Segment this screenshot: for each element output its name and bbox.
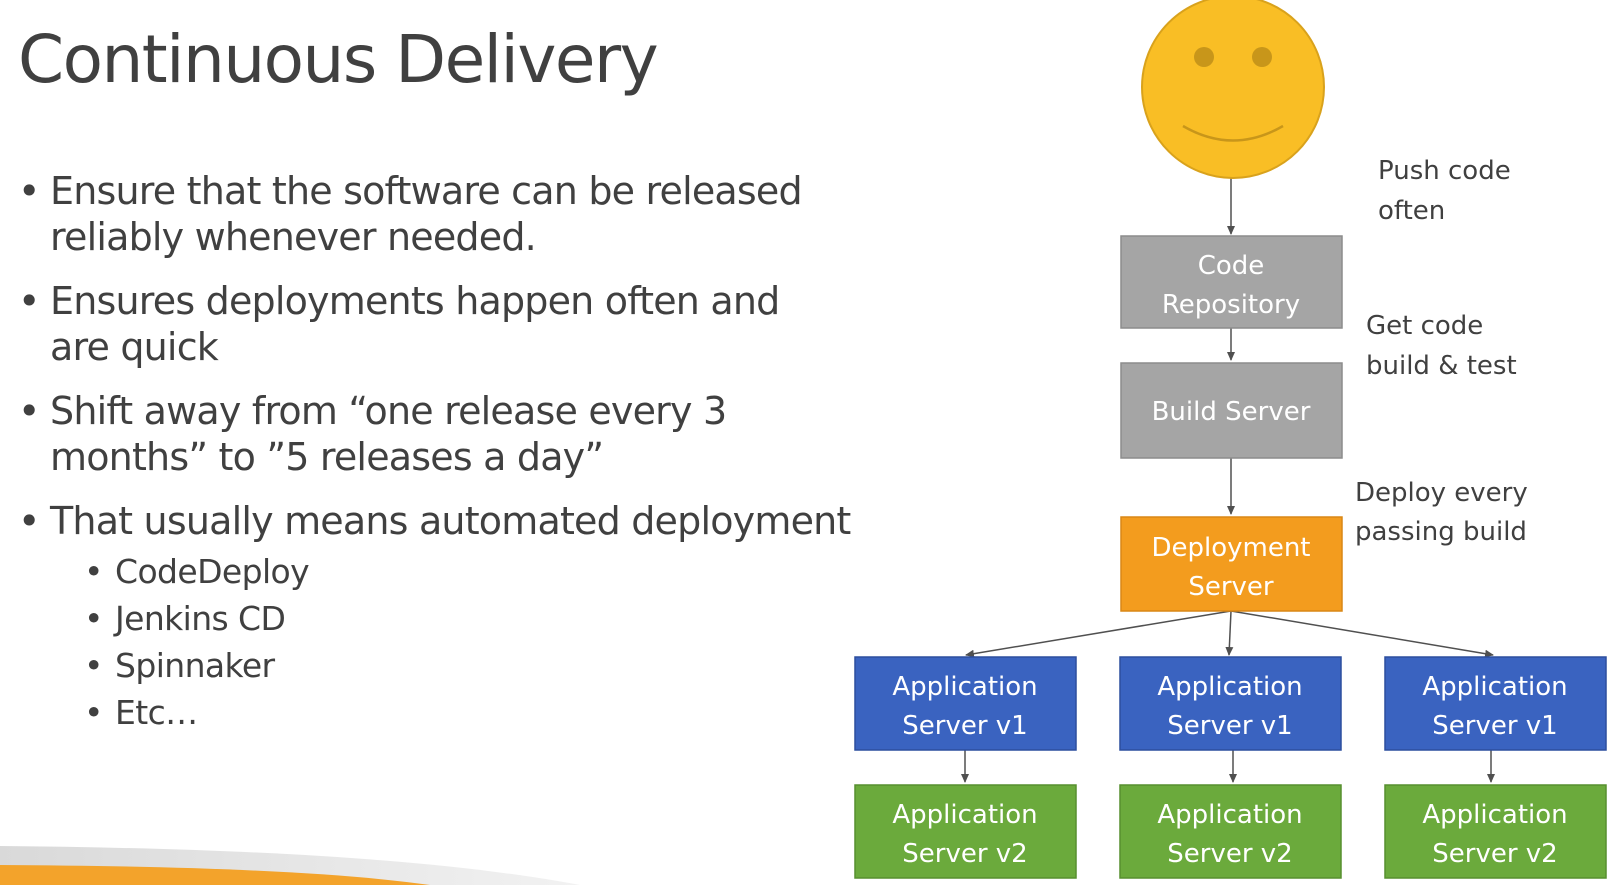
bullet-item: Shift away from “one release every 3 mon… bbox=[16, 388, 876, 480]
smiley-face-icon bbox=[1141, 0, 1325, 179]
app-server-v1-box: Application Server v1 bbox=[854, 656, 1077, 751]
bullet-text-line: Shift away from “one release every 3 bbox=[50, 389, 727, 433]
app-server-v1-box: Application Server v1 bbox=[1119, 656, 1342, 751]
bullet-item: Ensures deployments happen often and are… bbox=[16, 278, 876, 370]
code-repository-label: Repository bbox=[1162, 290, 1300, 320]
right-eye-icon bbox=[1252, 47, 1272, 67]
app-server-label: Application bbox=[1422, 672, 1567, 702]
app-server-label: Server v1 bbox=[1167, 711, 1292, 741]
annotation-text: often bbox=[1378, 196, 1445, 226]
annotation-deploy: Deploy every passing build bbox=[1355, 478, 1528, 547]
app-server-label: Application bbox=[1157, 672, 1302, 702]
decorative-accent-bar bbox=[0, 865, 430, 885]
annotation-text: build & test bbox=[1366, 351, 1517, 381]
sub-bullet-item: Etc… bbox=[50, 689, 876, 736]
annotation-text: Get code bbox=[1366, 311, 1483, 341]
annotation-text: passing build bbox=[1355, 517, 1527, 547]
sub-bullet-item: CodeDeploy bbox=[50, 548, 876, 595]
bullet-text-line: are quick bbox=[50, 325, 219, 369]
code-repository-box: Code Repository bbox=[1120, 235, 1343, 329]
app-server-v2-box: Application Server v2 bbox=[1119, 784, 1342, 879]
app-server-label: Application bbox=[892, 672, 1037, 702]
smile-icon bbox=[1182, 124, 1284, 142]
face-circle bbox=[1141, 0, 1325, 179]
build-server-box: Build Server bbox=[1120, 362, 1343, 459]
app-server-label: Server v2 bbox=[1432, 839, 1557, 869]
deployment-server-label: Deployment bbox=[1151, 533, 1310, 563]
bullet-text-line: Ensure that the software can be released bbox=[50, 169, 803, 213]
bullet-list: Ensure that the software can be released… bbox=[16, 168, 876, 754]
annotation-build-test: Get code build & test bbox=[1366, 311, 1517, 381]
bullet-text-line: Ensures deployments happen often and bbox=[50, 279, 780, 323]
app-server-v2-box: Application Server v2 bbox=[1384, 784, 1607, 879]
deployment-server-box: Deployment Server bbox=[1120, 516, 1343, 612]
bullet-item: Ensure that the software can be released… bbox=[16, 168, 876, 260]
app-server-v2-box: Application Server v2 bbox=[854, 784, 1077, 879]
app-server-label: Application bbox=[892, 800, 1037, 830]
sub-bullet-item: Spinnaker bbox=[50, 642, 876, 689]
deployment-server-label: Server bbox=[1188, 572, 1274, 602]
sub-bullet-item: Jenkins CD bbox=[50, 595, 876, 642]
app-server-label: Application bbox=[1157, 800, 1302, 830]
app-server-label: Server v2 bbox=[902, 839, 1027, 869]
arrow-deploy-to-app3 bbox=[1230, 610, 1494, 658]
annotation-text: Push code bbox=[1378, 156, 1511, 186]
annotation-text: Deploy every bbox=[1355, 478, 1528, 508]
bullet-text-line: That usually means automated deployment bbox=[50, 499, 851, 543]
bullet-text-line: reliably whenever needed. bbox=[50, 215, 537, 259]
sub-bullet-list: CodeDeploy Jenkins CD Spinnaker Etc… bbox=[50, 548, 876, 736]
app-server-label: Server v1 bbox=[1432, 711, 1557, 741]
left-eye-icon bbox=[1194, 47, 1214, 67]
app-server-label: Application bbox=[1422, 800, 1567, 830]
build-server-label: Build Server bbox=[1152, 397, 1311, 427]
bullet-item: That usually means automated deployment … bbox=[16, 498, 876, 736]
annotation-push-code: Push code often bbox=[1378, 156, 1511, 226]
app-server-label: Server v1 bbox=[902, 711, 1027, 741]
arrow-deploy-to-app1 bbox=[965, 610, 1232, 658]
app-server-label: Server v2 bbox=[1167, 839, 1292, 869]
code-repository-label: Code bbox=[1198, 251, 1265, 281]
app-server-v1-box: Application Server v1 bbox=[1384, 656, 1607, 751]
bullet-text-line: months” to ”5 releases a day” bbox=[50, 435, 604, 479]
arrow-deploy-to-app2 bbox=[1225, 610, 1234, 656]
connectors bbox=[961, 176, 1495, 783]
slide-title: Continuous Delivery bbox=[18, 21, 659, 98]
